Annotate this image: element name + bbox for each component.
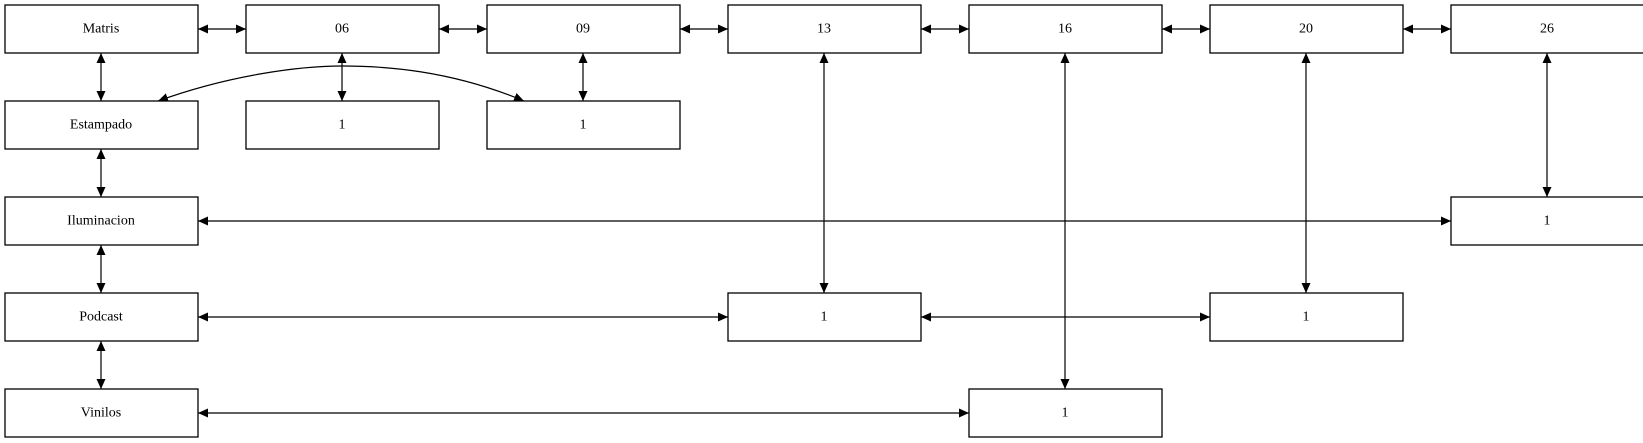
node-label: Estampado xyxy=(70,118,132,133)
node-label: 20 xyxy=(1299,22,1313,37)
node-label: 1 xyxy=(580,118,587,133)
node-16: 16 xyxy=(968,4,1163,54)
node-09: 09 xyxy=(486,4,681,54)
node-label: 26 xyxy=(1540,22,1554,37)
node-label: 13 xyxy=(817,22,831,37)
node-16-one: 1 xyxy=(968,388,1163,438)
node-label: 1 xyxy=(1062,406,1069,421)
node-label: 1 xyxy=(821,310,828,325)
node-06-one: 1 xyxy=(245,100,440,150)
node-label: 09 xyxy=(576,22,590,37)
edges xyxy=(96,24,1552,418)
node-label: 1 xyxy=(339,118,346,133)
node-label: Iluminacion xyxy=(67,214,135,229)
node-label: 1 xyxy=(1303,310,1310,325)
edge-estampado-curve-09 xyxy=(157,65,525,102)
node-vinilos: Vinilos xyxy=(4,388,199,438)
node-13-one: 1 xyxy=(727,292,922,342)
node-label: Matris xyxy=(83,22,120,37)
node-26: 26 xyxy=(1450,4,1643,54)
node-label: 16 xyxy=(1058,22,1072,37)
node-label: 06 xyxy=(335,22,349,37)
node-06: 06 xyxy=(245,4,440,54)
node-20: 20 xyxy=(1209,4,1404,54)
node-label: Vinilos xyxy=(81,406,121,421)
node-09-one: 1 xyxy=(486,100,681,150)
node-podcast: Podcast xyxy=(4,292,199,342)
nodes: Matris 06 09 13 16 20 26 Estampad xyxy=(4,4,1643,438)
node-estampado: Estampado xyxy=(4,100,199,150)
node-20-one: 1 xyxy=(1209,292,1404,342)
node-label: 1 xyxy=(1544,214,1551,229)
node-13: 13 xyxy=(727,4,922,54)
node-label: Podcast xyxy=(79,310,123,325)
node-matris: Matris xyxy=(4,4,199,54)
node-iluminacion: Iluminacion xyxy=(4,196,199,246)
node-26-one: 1 xyxy=(1450,196,1643,246)
